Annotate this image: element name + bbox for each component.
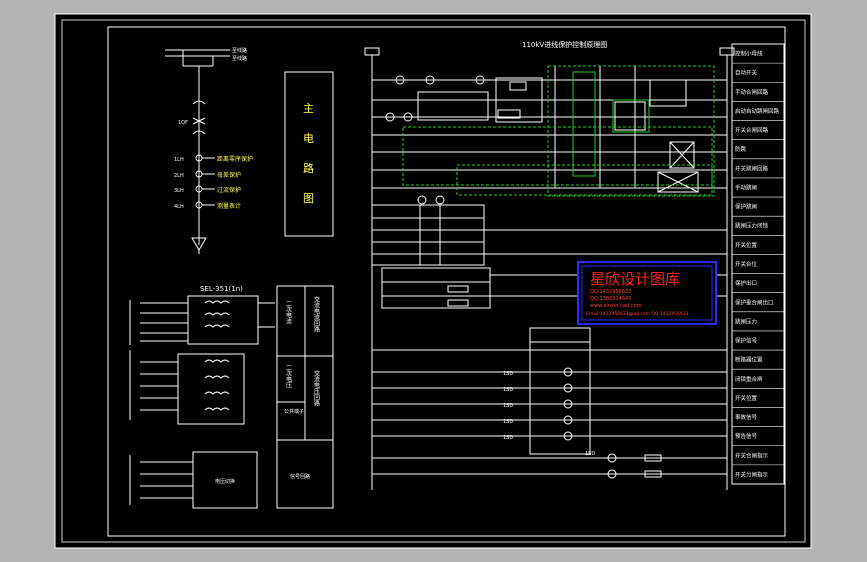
side-description-columns: 二次电流 交流电流回路 二次电压 交流电压回路 公共端子 信号回路 (276, 285, 334, 509)
green-dashed-boundaries (402, 65, 715, 197)
relay-model: SEL-351(1n) (200, 285, 243, 293)
cabinet-row-label: 1SD (503, 371, 513, 377)
protection-item: 测量表计 (217, 202, 241, 210)
legend-item: 自动开关 (735, 69, 758, 77)
legend-item: 开关分闸指示 (735, 470, 769, 478)
svg-text:1QF: 1QF (178, 120, 188, 126)
protection-item: 距离零序保护 (217, 155, 253, 163)
ct-label: 3LH (174, 188, 184, 194)
ct-label: 1LH (174, 157, 184, 163)
ac-current-circuit (129, 295, 275, 345)
legend-item: 控制小母线 (735, 50, 763, 58)
legend-item: 开关位置 (735, 241, 758, 249)
main-circuit-char: 图 (303, 192, 314, 205)
legend-item: 跳闸压力 (735, 317, 757, 325)
legend-item: 断路器位置 (735, 356, 763, 364)
main-circuit-box (284, 71, 334, 237)
right-legend-table: 控制小母线自动开关手动合闸回路启动自动跳闸回路开关合闸回路防跳开关跳闸回路手动跳… (731, 43, 785, 485)
watermark-line: www.xinxin-cad.com (590, 303, 642, 309)
side-col-label: 交流电压回路 (313, 369, 320, 407)
drawing-title: 110kV进线保护控制原理图 (522, 40, 607, 49)
cabinet-row-label: 1SD (503, 387, 513, 393)
small-box-label: 电压切换 (215, 478, 235, 485)
cabinet-row-label: 1SD (503, 419, 513, 425)
line-label-b: 至线路 (232, 55, 247, 62)
main-circuit-char: 主 (303, 102, 314, 115)
ct-label: 4LH (174, 204, 184, 210)
legend-item: 启动自动跳闸回路 (735, 107, 780, 115)
main-circuit-char: 路 (303, 162, 314, 175)
one-line-diagram: 至线路 至线路 1QF (165, 47, 247, 254)
legend-item: 手动合闸回路 (735, 88, 769, 96)
legend-item: 防跳 (735, 145, 747, 153)
legend-item: 开关合位 (735, 260, 758, 268)
legend-item: 开关合闸回路 (735, 126, 769, 134)
legend-item: 保护出口 (735, 279, 757, 287)
side-col-label: 交流电流回路 (313, 295, 320, 333)
legend-item: 事故信号 (735, 413, 758, 421)
watermark-title: 星欣设计图库 (590, 270, 680, 288)
legend-item: 开关合闸指示 (735, 451, 769, 459)
cabinet-row-label: 1SD (503, 403, 513, 409)
side-col-label: 二次电压 (285, 364, 292, 389)
legend-item: 保护信号 (735, 337, 758, 345)
side-col-label: 公共端子 (284, 408, 304, 415)
watermark: 星欣设计图库 QQ:1432956633 QQ:1386514645 www.x… (577, 261, 717, 325)
cabinet-row-label: 1SD (585, 451, 595, 457)
cabinet-row-label: 1SD (503, 435, 513, 441)
control-circuit (364, 47, 735, 490)
protection-item: 母差保护 (217, 171, 241, 179)
voltage-switch-circuit: 电压切换 (129, 451, 258, 509)
legend-item: 手动跳闸 (735, 183, 757, 191)
protection-item: 过流保护 (217, 186, 241, 194)
legend-item: 开关跳闸回路 (735, 164, 769, 172)
ac-voltage-circuit (129, 350, 245, 425)
line-label-a: 至线路 (232, 47, 247, 54)
legend-item: 跳闸压力闭锁 (735, 222, 769, 230)
ct-protection-list: 1LH 2LH 3LH 4LH 距离零序保护 母差保护 过流保护 测量表计 (174, 154, 253, 210)
main-circuit-char: 电 (303, 132, 314, 145)
outer-border (61, 19, 806, 543)
signal-circuit: 1SD 1SD 1SD 1SD 1SD 1SD (372, 327, 727, 479)
legend-item: 保护重合闸出口 (735, 298, 774, 306)
ct-label: 2LH (174, 173, 184, 179)
side-col-label: 二次电流 (285, 300, 292, 325)
legend-item: 闭锁重合闸 (735, 375, 763, 383)
legend-item: 保护跳闸 (735, 203, 757, 211)
bottom-label: 信号回路 (290, 473, 310, 480)
watermark-line: QQ:1432956633 (590, 289, 631, 295)
watermark-line: QQ:1386514645 (590, 296, 631, 302)
legend-item: 开关位置 (735, 394, 758, 402)
watermark-line: Email:1432956633@qq.com QQ:1432956633 (586, 311, 689, 317)
inner-border (107, 26, 786, 537)
legend-item: 预告信号 (735, 432, 758, 440)
